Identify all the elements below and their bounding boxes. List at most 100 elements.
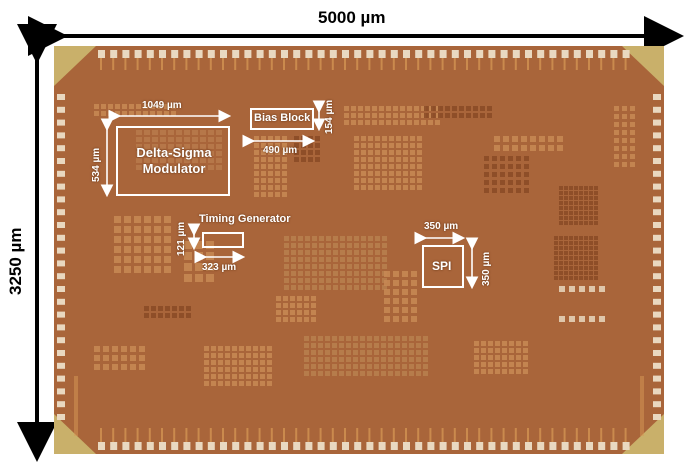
- circuit-cell: [325, 364, 330, 369]
- circuit-cell: [326, 264, 331, 269]
- bond-pad-bottom: [415, 442, 423, 450]
- bond-pad-bottom: [256, 442, 264, 450]
- circuit-cell: [495, 348, 500, 353]
- circuit-cell: [340, 236, 345, 241]
- circuit-cell: [358, 113, 363, 118]
- circuit-cell: [569, 196, 573, 200]
- bond-pad-top: [525, 50, 532, 58]
- circuit-cell: [332, 371, 337, 376]
- pad-trace: [441, 428, 444, 442]
- circuit-cell: [353, 343, 358, 348]
- circuit-cell: [379, 113, 384, 118]
- circuit-cell: [569, 221, 573, 225]
- circuit-cell: [417, 143, 422, 148]
- circuit-cell: [121, 346, 127, 352]
- circuit-cell: [417, 171, 422, 176]
- circuit-cell: [500, 188, 505, 193]
- circuit-cell: [589, 261, 593, 265]
- circuit-cell: [367, 343, 372, 348]
- pad-trace: [502, 428, 505, 442]
- circuit-cell: [361, 185, 366, 190]
- circuit-cell: [614, 138, 619, 143]
- pad-trace: [600, 58, 603, 70]
- circuit-cell: [559, 241, 563, 245]
- bond-pad-bottom: [427, 442, 435, 450]
- bond-pad-right: [653, 234, 661, 241]
- circuit-cell: [160, 137, 166, 142]
- circuit-cell: [579, 276, 583, 280]
- circuit-cell: [372, 106, 377, 111]
- circuit-cell: [360, 343, 365, 348]
- circuit-cell: [367, 371, 372, 376]
- bond-pad-left: [57, 298, 65, 305]
- circuit-cell: [589, 316, 595, 322]
- circuit-cell: [554, 261, 558, 265]
- circuit-cell: [124, 216, 131, 223]
- circuit-cell: [375, 164, 380, 169]
- circuit-cell: [487, 113, 492, 118]
- circuit-cell: [524, 164, 529, 169]
- circuit-cell: [344, 106, 349, 111]
- circuit-cell: [523, 348, 528, 353]
- circuit-cell: [361, 278, 366, 283]
- circuit-cell: [589, 236, 593, 240]
- circuit-cell: [136, 165, 142, 170]
- circuit-cell: [423, 371, 428, 376]
- bond-pad-top: [512, 50, 520, 58]
- circuit-cell: [424, 113, 429, 118]
- circuit-cell: [559, 211, 563, 215]
- circuit-cell: [554, 236, 558, 240]
- circuit-cell: [400, 106, 405, 111]
- circuit-cell: [311, 296, 316, 301]
- circuit-cell: [298, 271, 303, 276]
- circuit-cell: [502, 355, 507, 360]
- circuit-cell: [622, 130, 627, 135]
- circuit-cell: [372, 113, 377, 118]
- pad-trace: [588, 428, 590, 442]
- circuit-cell: [410, 178, 415, 183]
- circuit-cell: [516, 188, 521, 193]
- circuit-cell: [564, 276, 568, 280]
- circuit-cell: [579, 246, 583, 250]
- circuit-cell: [557, 145, 563, 151]
- circuit-cell: [261, 185, 266, 190]
- bias-block-height: 154 µm: [324, 99, 335, 134]
- circuit-cell: [594, 206, 598, 210]
- circuit-cell: [333, 285, 338, 290]
- circuit-cell: [347, 264, 352, 269]
- circuit-cell: [509, 341, 514, 346]
- circuit-cell: [516, 362, 521, 367]
- bond-pad-bottom: [488, 442, 496, 450]
- circuit-cell: [192, 130, 198, 135]
- bond-pad-bottom: [122, 442, 130, 450]
- circuit-cell: [108, 111, 113, 116]
- circuit-cell: [569, 286, 575, 292]
- circuit-cell: [584, 276, 588, 280]
- circuit-cell: [340, 278, 345, 283]
- circuit-cell: [375, 285, 380, 290]
- circuit-cell: [564, 271, 568, 275]
- circuit-cell: [614, 162, 619, 167]
- bond-pad-top: [183, 50, 191, 58]
- pad-trace: [295, 58, 298, 70]
- pad-trace: [283, 428, 285, 442]
- bond-pad-right: [653, 158, 661, 164]
- circuit-cell: [393, 113, 398, 118]
- circuit-cell: [311, 310, 316, 315]
- circuit-cell: [297, 296, 302, 301]
- circuit-cell: [312, 257, 317, 262]
- bond-pad-left: [57, 388, 65, 395]
- circuit-cell: [410, 136, 415, 141]
- circuit-cell: [261, 157, 266, 162]
- circuit-cell: [319, 257, 324, 262]
- circuit-cell: [284, 285, 289, 290]
- circuit-cell: [474, 355, 479, 360]
- circuit-cell: [351, 113, 356, 118]
- circuit-cell: [375, 136, 380, 141]
- circuit-cell: [523, 362, 528, 367]
- timing-generator-height: 121 µm: [176, 221, 187, 256]
- circuit-cell: [354, 250, 359, 255]
- circuit-cell: [267, 367, 272, 372]
- circuit-cell: [382, 143, 387, 148]
- circuit-cell: [495, 355, 500, 360]
